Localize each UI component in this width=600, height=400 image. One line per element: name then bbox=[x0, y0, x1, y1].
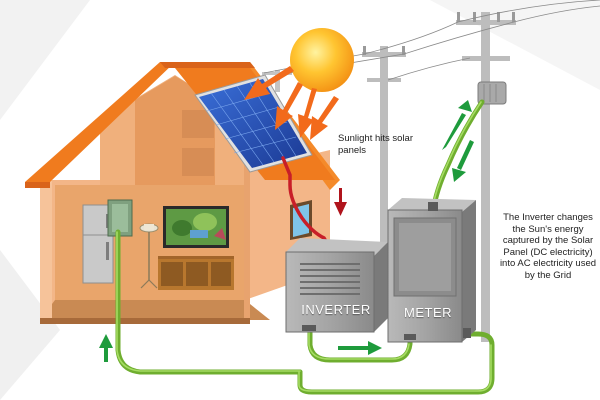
flow-arrow-right bbox=[338, 341, 382, 355]
sunlight-label: Sunlight hits solar panels bbox=[338, 133, 413, 156]
television-icon bbox=[163, 206, 229, 248]
meter-label: METER bbox=[404, 305, 452, 320]
flow-arrow-up-pole bbox=[442, 100, 472, 150]
sideboard bbox=[158, 256, 234, 290]
flow-arrow-up-left bbox=[99, 334, 113, 362]
breaker-panel bbox=[107, 199, 133, 237]
inverter-label: INVERTER bbox=[301, 302, 371, 317]
sun-icon bbox=[290, 28, 354, 92]
dc-wire bbox=[281, 156, 332, 250]
flow-arrow-down-pole bbox=[452, 140, 474, 182]
utility-pole-icon bbox=[362, 46, 406, 304]
inverter-explanation-note: The Inverter changes the Sun's energy ca… bbox=[499, 212, 597, 281]
meter-icon bbox=[387, 198, 476, 343]
floor-lamp-icon bbox=[139, 223, 159, 289]
transformer-icon bbox=[477, 81, 507, 105]
utility-pole-icon bbox=[456, 12, 516, 342]
ac-wire-highlight bbox=[116, 101, 492, 392]
dc-flow-arrow bbox=[334, 188, 347, 216]
inverter-icon bbox=[285, 238, 388, 333]
sunray-arrows bbox=[244, 66, 339, 140]
